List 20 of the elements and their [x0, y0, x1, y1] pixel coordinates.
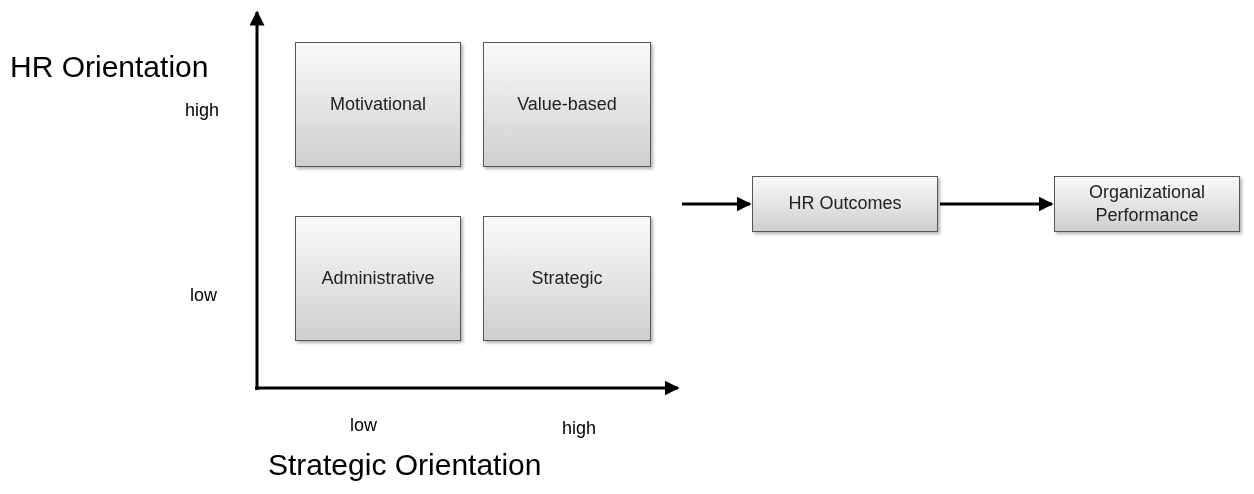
axis-tick-label: high	[562, 418, 597, 439]
box	[295, 216, 461, 341]
box-label: Motivational	[329, 92, 426, 116]
box	[752, 176, 938, 232]
box-label: Strategic	[531, 266, 603, 290]
box	[1054, 176, 1240, 232]
axis-tick-label: high	[185, 100, 220, 121]
box	[483, 216, 651, 341]
arrow	[940, 196, 1054, 212]
box-label: HR Outcomes	[788, 192, 902, 216]
axis-tick-label: low	[190, 285, 217, 306]
box-label: Value-based	[517, 92, 617, 116]
box	[295, 42, 461, 167]
box	[483, 42, 651, 167]
arrow	[682, 196, 752, 212]
box-label: Administrative	[321, 266, 435, 290]
axis-title: Strategic Orientation	[268, 448, 542, 482]
axis-title: HR Orientation	[10, 50, 209, 84]
box-label: Organizational Performance	[1087, 180, 1207, 227]
axis-tick-label: low	[350, 415, 377, 436]
